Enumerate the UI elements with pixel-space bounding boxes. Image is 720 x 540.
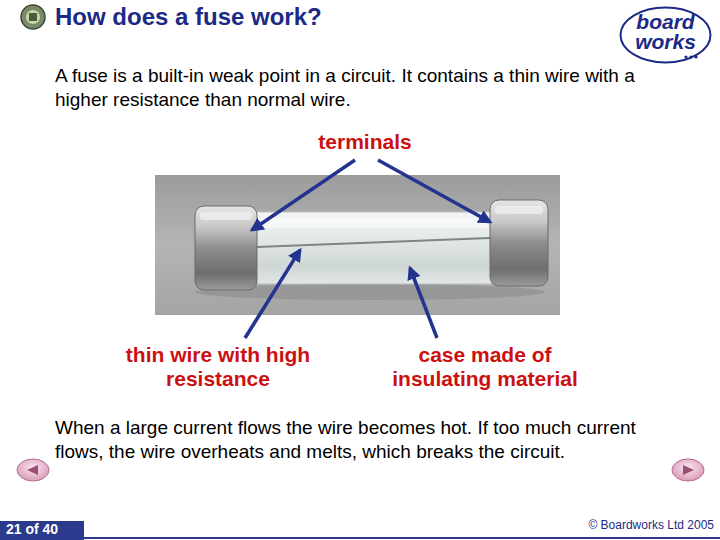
fuse-photo: [155, 175, 560, 315]
leader-arrow: [410, 268, 437, 338]
leader-arrow: [378, 160, 490, 222]
part-label: terminals: [285, 130, 445, 154]
logo-dot: [689, 55, 692, 58]
logo-oval: board works: [619, 6, 712, 64]
nav-button: [17, 459, 49, 481]
leader-arrow: [252, 160, 355, 230]
title-icon: [21, 5, 45, 29]
body-text: When a large current flows the wire beco…: [55, 416, 660, 464]
leader-arrows: [245, 160, 490, 338]
logo-text: board works: [635, 12, 696, 52]
logo-dot: [684, 55, 687, 58]
slide-title: How does a fuse work?: [55, 3, 322, 31]
copyright: © Boardworks Ltd 2005: [514, 519, 714, 532]
part-label: thin wire with high resistance: [123, 343, 313, 391]
nav-button: [672, 459, 704, 481]
logo-dot: [694, 55, 697, 58]
slide-number: 21 of 40: [6, 522, 82, 537]
part-label: case made of insulating material: [380, 343, 590, 391]
leader-arrow: [245, 250, 300, 338]
intro-text: A fuse is a built-in weak point in a cir…: [55, 64, 670, 112]
logo-ellipse: [621, 8, 711, 63]
